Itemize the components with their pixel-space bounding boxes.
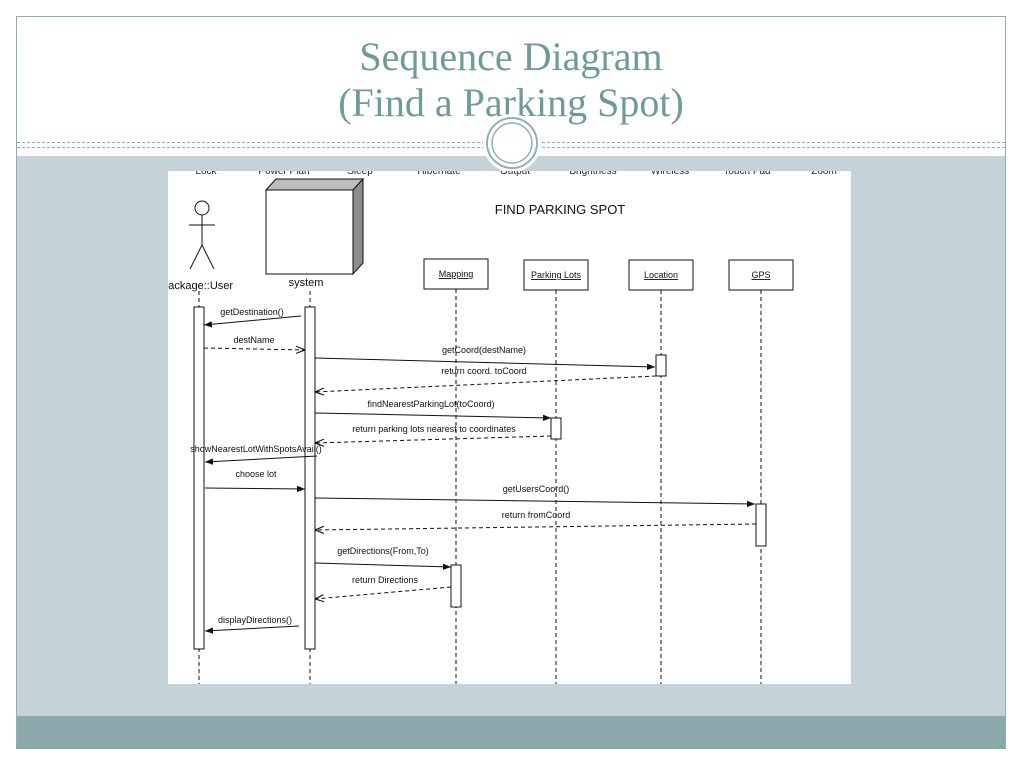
actor-leg-left-icon	[189, 244, 203, 270]
message-arrow-9	[315, 523, 757, 530]
lifeline-label-gps: GPS	[751, 270, 770, 280]
message-label-4: findNearestParkingLot(toCoord)	[367, 399, 494, 409]
activation-bar-system-1	[304, 306, 316, 650]
toolbar-fragment-6: Wireless	[651, 171, 689, 177]
sequence-diagram-canvas: Lock Power Plan Sleep Hibernate Output Bright…	[168, 171, 837, 684]
slide-title-line-1: Sequence Diagram	[359, 34, 663, 79]
message-label-3: return coord. toCoord	[441, 366, 527, 376]
message-arrow-0	[203, 315, 302, 328]
sequence-diagram: Lock Power Plan Sleep Hibernate Output Bright…	[168, 171, 851, 684]
message-arrow-5	[315, 435, 552, 443]
message-label-12: displayDirections()	[218, 615, 292, 625]
message-label-9: return fromCoord	[502, 510, 571, 520]
activation-bar-mapping-5	[450, 564, 462, 608]
lifeline-label-location: Location	[644, 270, 678, 280]
message-arrow-2	[314, 357, 656, 370]
activation-bar-gps-4	[755, 503, 767, 547]
toolbar-fragment-2: Sleep	[347, 171, 373, 177]
toolbar-fragment-1: Power Plan	[258, 171, 309, 177]
message-label-0: getDestination()	[220, 307, 284, 317]
message-label-5: return parking lots nearest to coordinat…	[352, 424, 516, 434]
message-label-6: showNearestLotWithSpotsAvail()	[190, 444, 321, 454]
actor-leg-right-icon	[201, 244, 215, 270]
toolbar-fragment-8: Zoom	[811, 171, 837, 177]
toolbar-fragment-4: Output	[500, 171, 530, 177]
toolbar-fragment-5: Brightness	[569, 171, 616, 177]
node-top-face	[264, 178, 365, 191]
message-label-11: return Directions	[352, 575, 419, 585]
message-arrow-10	[314, 562, 452, 570]
toolbar-fragment-7: Touch Pad	[723, 171, 770, 177]
toolbar-fragment-0: Lock	[195, 171, 217, 177]
message-arrow-12	[204, 625, 300, 634]
footer-bar	[17, 716, 1005, 749]
message-arrow-11	[315, 586, 452, 599]
message-label-8: getUsersCoord()	[503, 484, 570, 494]
message-label-7: choose lot	[235, 469, 277, 479]
node-side-face	[352, 177, 364, 276]
message-arrow-1	[203, 348, 305, 350]
activation-bar-location-2	[655, 354, 667, 377]
lifeline-label-parking_lots: Parking Lots	[531, 270, 582, 280]
lifeline-label-system: system	[289, 277, 324, 289]
message-arrow-3	[315, 375, 657, 392]
message-arrow-8	[314, 497, 756, 508]
message-label-10: getDirections(From,To)	[337, 546, 429, 556]
node-front-face	[265, 189, 354, 275]
actor-head-icon	[194, 200, 210, 216]
message-arrow-6	[204, 455, 318, 465]
toolbar-fragment-3: Hibernate	[417, 171, 461, 177]
message-arrow-7	[204, 485, 306, 493]
activation-bar-user-0	[193, 306, 205, 650]
activation-bar-parking_lots-3	[550, 417, 562, 440]
lifeline-label-user: Package::User	[168, 280, 233, 292]
message-label-2: getCoord(destName)	[442, 345, 526, 355]
diagram-title: FIND PARKING SPOT	[495, 202, 626, 217]
message-arrow-4	[314, 412, 552, 422]
lifeline-label-mapping: Mapping	[439, 269, 474, 279]
message-label-1: destName	[233, 335, 274, 345]
circle-ornament-icon	[483, 114, 541, 172]
